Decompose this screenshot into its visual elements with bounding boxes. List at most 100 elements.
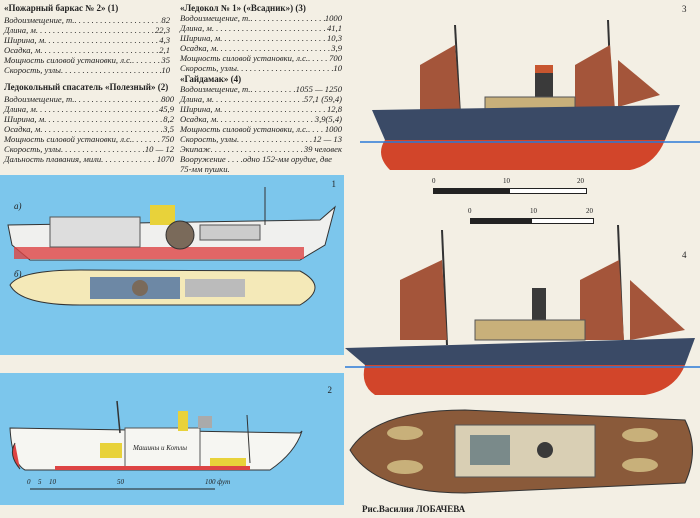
spec-key: Длина, м [4,25,36,35]
scale-tick: 10 [530,207,537,215]
spec-key: Скорость, узлы [4,65,61,75]
spec-row: Скорость, узлы 10 [180,63,342,73]
spec-row: Мощность силовой установки, л.с. 700 [180,53,342,63]
spec-key: Водоизмещение, т. [180,13,251,23]
scale-tick: 10 [503,177,510,185]
spec-key: Длина, м [180,94,212,104]
spec-row: Ширина, м 12,8 [180,104,342,114]
spec-value: 3,9(5,4) [314,114,342,124]
spec-value: 3,9 [331,43,342,53]
scale-tick: 20 [577,177,584,185]
spec-value: 10 — 12 [144,144,174,154]
scale-tick: 100 фут [205,478,231,486]
spec-value: 8,2 [163,114,174,124]
spec-key: Экипаж [180,144,211,154]
spec-key: Ширина, м [4,114,45,124]
icebreaker-rescuer-section [9,400,303,490]
spec-row: Осадка, м 3,5 [4,124,174,134]
scale-tick: 0 [27,478,31,486]
spec-value: 4,3 [159,35,170,45]
spec-row: Водоизмещение, т.82 [4,15,170,25]
icebreaker-1-drawing [360,19,700,170]
spec-title: «Ледокол № 1» («Всадник») (3) [180,3,306,13]
gaidamak-deck-plan [349,409,693,494]
spec-value: 700 [329,53,342,63]
spec-key: Скорость, узлы [180,63,237,73]
spec-key: Скорость, узлы [180,134,237,144]
spec-key: Скорость, узлы [4,144,61,154]
figure-number-3: 3 [682,4,687,14]
scale-bar-4 [470,218,594,224]
spec-key: Осадка, м [180,43,217,53]
spec-value: 1000 [324,124,342,134]
spec-key: Мощность силовой установки, л.с. [180,53,309,63]
spec-value: 82 [161,15,170,25]
spec-gaidamak: «Гайдамак» (4)Водоизмещение, т.1055 — 12… [180,74,342,174]
scale-tick: 10 [49,478,56,486]
figure-panel-2: 2 Машины и Котлы 0 5 10 50 100 фут [0,373,344,505]
spec-key: Осадка, м [180,114,217,124]
spec-key: Мощность силовой установки, л.с. [4,134,133,144]
scale-tick: 0 [468,207,472,215]
spec-icebreaker-1: «Ледокол № 1» («Всадник») (3)Водоизмещен… [180,3,342,73]
fire-launch-drawing [7,187,336,306]
spec-key: Ширина, м [180,104,221,114]
spec-value: 3,5 [163,124,174,134]
spec-value: 750 [161,134,174,144]
spec-row: Скорость, узлы 10 — 12 [4,144,174,154]
scale-tick: 50 [117,478,124,486]
spec-title: «Гайдамак» (4) [180,74,242,84]
figure-panel-1: 1 а) б) [0,175,344,355]
spec-value: 800 [161,94,174,104]
spec-fire-launch: «Пожарный баркас № 2» (1) Водоизмещение, … [4,3,170,75]
spec-row: Длина, м45,9 [4,104,174,114]
spec-row: Водоизмещение, т.1055 — 1250 [180,84,342,94]
figure-number: 1 [331,179,337,189]
illustration-credit: Рис.Василия ЛОБАЧЕВА [362,504,466,514]
spec-row: Ширина, м 10,3 [180,33,342,43]
spec-value: 1000 [324,13,342,23]
spec-value: 10,3 [326,33,342,43]
spec-key: Ширина, м [180,33,221,43]
spec-value: 2,1 [159,45,170,55]
spec-row: Мощность силовой установки, л.с. 750 [4,134,174,144]
spec-row: Мощность силовой установки, л.с. 35 [4,55,170,65]
spec-key: Ширина, м [4,35,45,45]
spec-value: 35 [161,55,170,65]
spec-row: Ширина, м 8,2 [4,114,174,124]
spec-key: Мощность силовой установки, л.с. [4,55,133,65]
view-label-a: а) [14,201,22,211]
spec-value: 22,3 [154,25,170,35]
spec-value: 41,1 [326,23,342,33]
spec-row: Дальность плавания, мили1070 [4,154,174,164]
view-label-b: б) [14,269,22,279]
gaidamak-drawing [345,225,700,395]
spec-row: Осадка, м 2,1 [4,45,170,55]
spec-key: Мощность силовой установки, л.с. [180,124,309,134]
spec-value: 12,8 [326,104,342,114]
spec-value: 10 [161,65,170,75]
figure-number: 2 [327,385,333,395]
spec-key: Длина, м [4,104,36,114]
scale-bar-3 [433,188,587,194]
spec-row: Осадка, м 3,9 [180,43,342,53]
room-label: Машины и Котлы [133,444,187,452]
spec-row: Длина, м57,1 (59,4) [180,94,342,104]
spec-row: Ширина, м 4,3 [4,35,170,45]
spec-key: Дальность плавания, мили [4,154,102,164]
spec-value: 1055 — 1250 [295,84,342,94]
spec-value: 12 — 13 [312,134,342,144]
spec-row: Мощность силовой установки, л.с. 1000 [180,124,342,134]
spec-value: 10 [333,63,342,73]
spec-key: Длина, м [180,23,212,33]
spec-key: Осадка, м [4,124,41,134]
spec-row: Скорость, узлы 12 — 13 [180,134,342,144]
scale-tick: 0 [432,177,436,185]
spec-key: Осадка, м [4,45,41,55]
spec-icebreaker-rescuer: Ледокольный спасатель «Полезный» (2) Водо… [4,82,174,164]
spec-title: Ледокольный спасатель «Полезный» (2) [4,82,169,92]
spec-row: Экипаж39 человек [180,144,342,154]
spec-row: Водоизмещение, т.800 [4,94,174,104]
spec-title: «Пожарный баркас № 2» (1) [4,3,119,13]
scale-tick: 5 [38,478,42,486]
